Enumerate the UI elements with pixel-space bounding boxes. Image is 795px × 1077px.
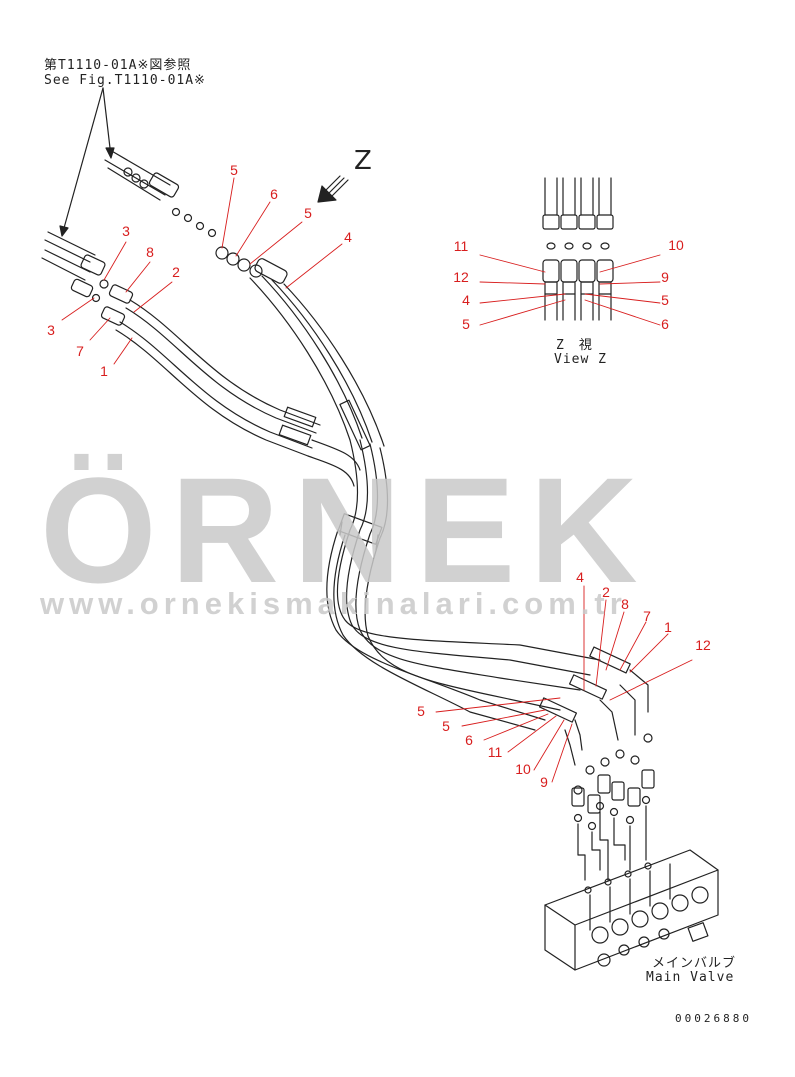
callout-9: 9	[540, 774, 548, 790]
lower-fittings	[538, 646, 655, 881]
callout-11: 11	[487, 744, 503, 760]
hose-1-2	[115, 299, 361, 487]
callout-2: 2	[602, 584, 610, 600]
callout-3: 3	[47, 322, 55, 338]
watermark-brand: ÖRNEK	[40, 446, 652, 614]
callout-5: 5	[230, 162, 238, 178]
main-hose-bundle	[326, 439, 601, 731]
reference-note-en: See Fig.T1110-01A※	[44, 73, 206, 88]
callout-4: 4	[344, 229, 352, 245]
upper-hose-bundle	[104, 149, 217, 238]
callout-6: 6	[270, 186, 278, 202]
callout-10: 10	[668, 237, 684, 253]
view-z-detail	[542, 177, 614, 321]
reference-note-jp: 第T1110-01A※図参照	[44, 58, 192, 73]
callout-6: 6	[465, 732, 473, 748]
view-z-caption-jp: Z 視	[556, 338, 593, 353]
callout-5: 5	[442, 718, 450, 734]
callout-6: 6	[661, 316, 669, 332]
callout-4: 4	[576, 569, 584, 585]
callout-10: 10	[515, 761, 531, 777]
callout-9: 9	[661, 269, 669, 285]
leader-lines	[61, 177, 693, 783]
callout-8: 8	[621, 596, 629, 612]
callout-2: 2	[172, 264, 180, 280]
callout-5: 5	[661, 292, 669, 308]
watermark-url: www.ornekismakinalari.com.tr	[40, 586, 627, 621]
figure-number: 00026880	[675, 1012, 752, 1025]
callout-3: 3	[122, 223, 130, 239]
callout-1: 1	[100, 363, 108, 379]
hose-4-5-6	[215, 246, 385, 451]
main-valve-caption-en: Main Valve	[646, 970, 735, 985]
callout-12: 12	[453, 269, 469, 285]
callout-5: 5	[304, 205, 312, 221]
callout-11: 11	[453, 238, 469, 254]
view-z-caption-en: View Z	[554, 352, 607, 367]
reference-arrows	[59, 87, 115, 237]
callout-4: 4	[462, 292, 470, 308]
view-z-arrow-label: Z	[354, 146, 372, 176]
callout-7: 7	[76, 343, 84, 359]
callout-5: 5	[462, 316, 470, 332]
main-valve	[544, 849, 719, 971]
callout-8: 8	[146, 244, 154, 260]
view-z-arrow	[317, 175, 349, 203]
callout-12: 12	[695, 637, 711, 653]
callout-5: 5	[417, 703, 425, 719]
callout-1: 1	[664, 619, 672, 635]
callout-7: 7	[643, 608, 651, 624]
left-hose-bundle	[41, 231, 134, 326]
main-valve-caption-jp: メインバルブ	[652, 956, 737, 971]
